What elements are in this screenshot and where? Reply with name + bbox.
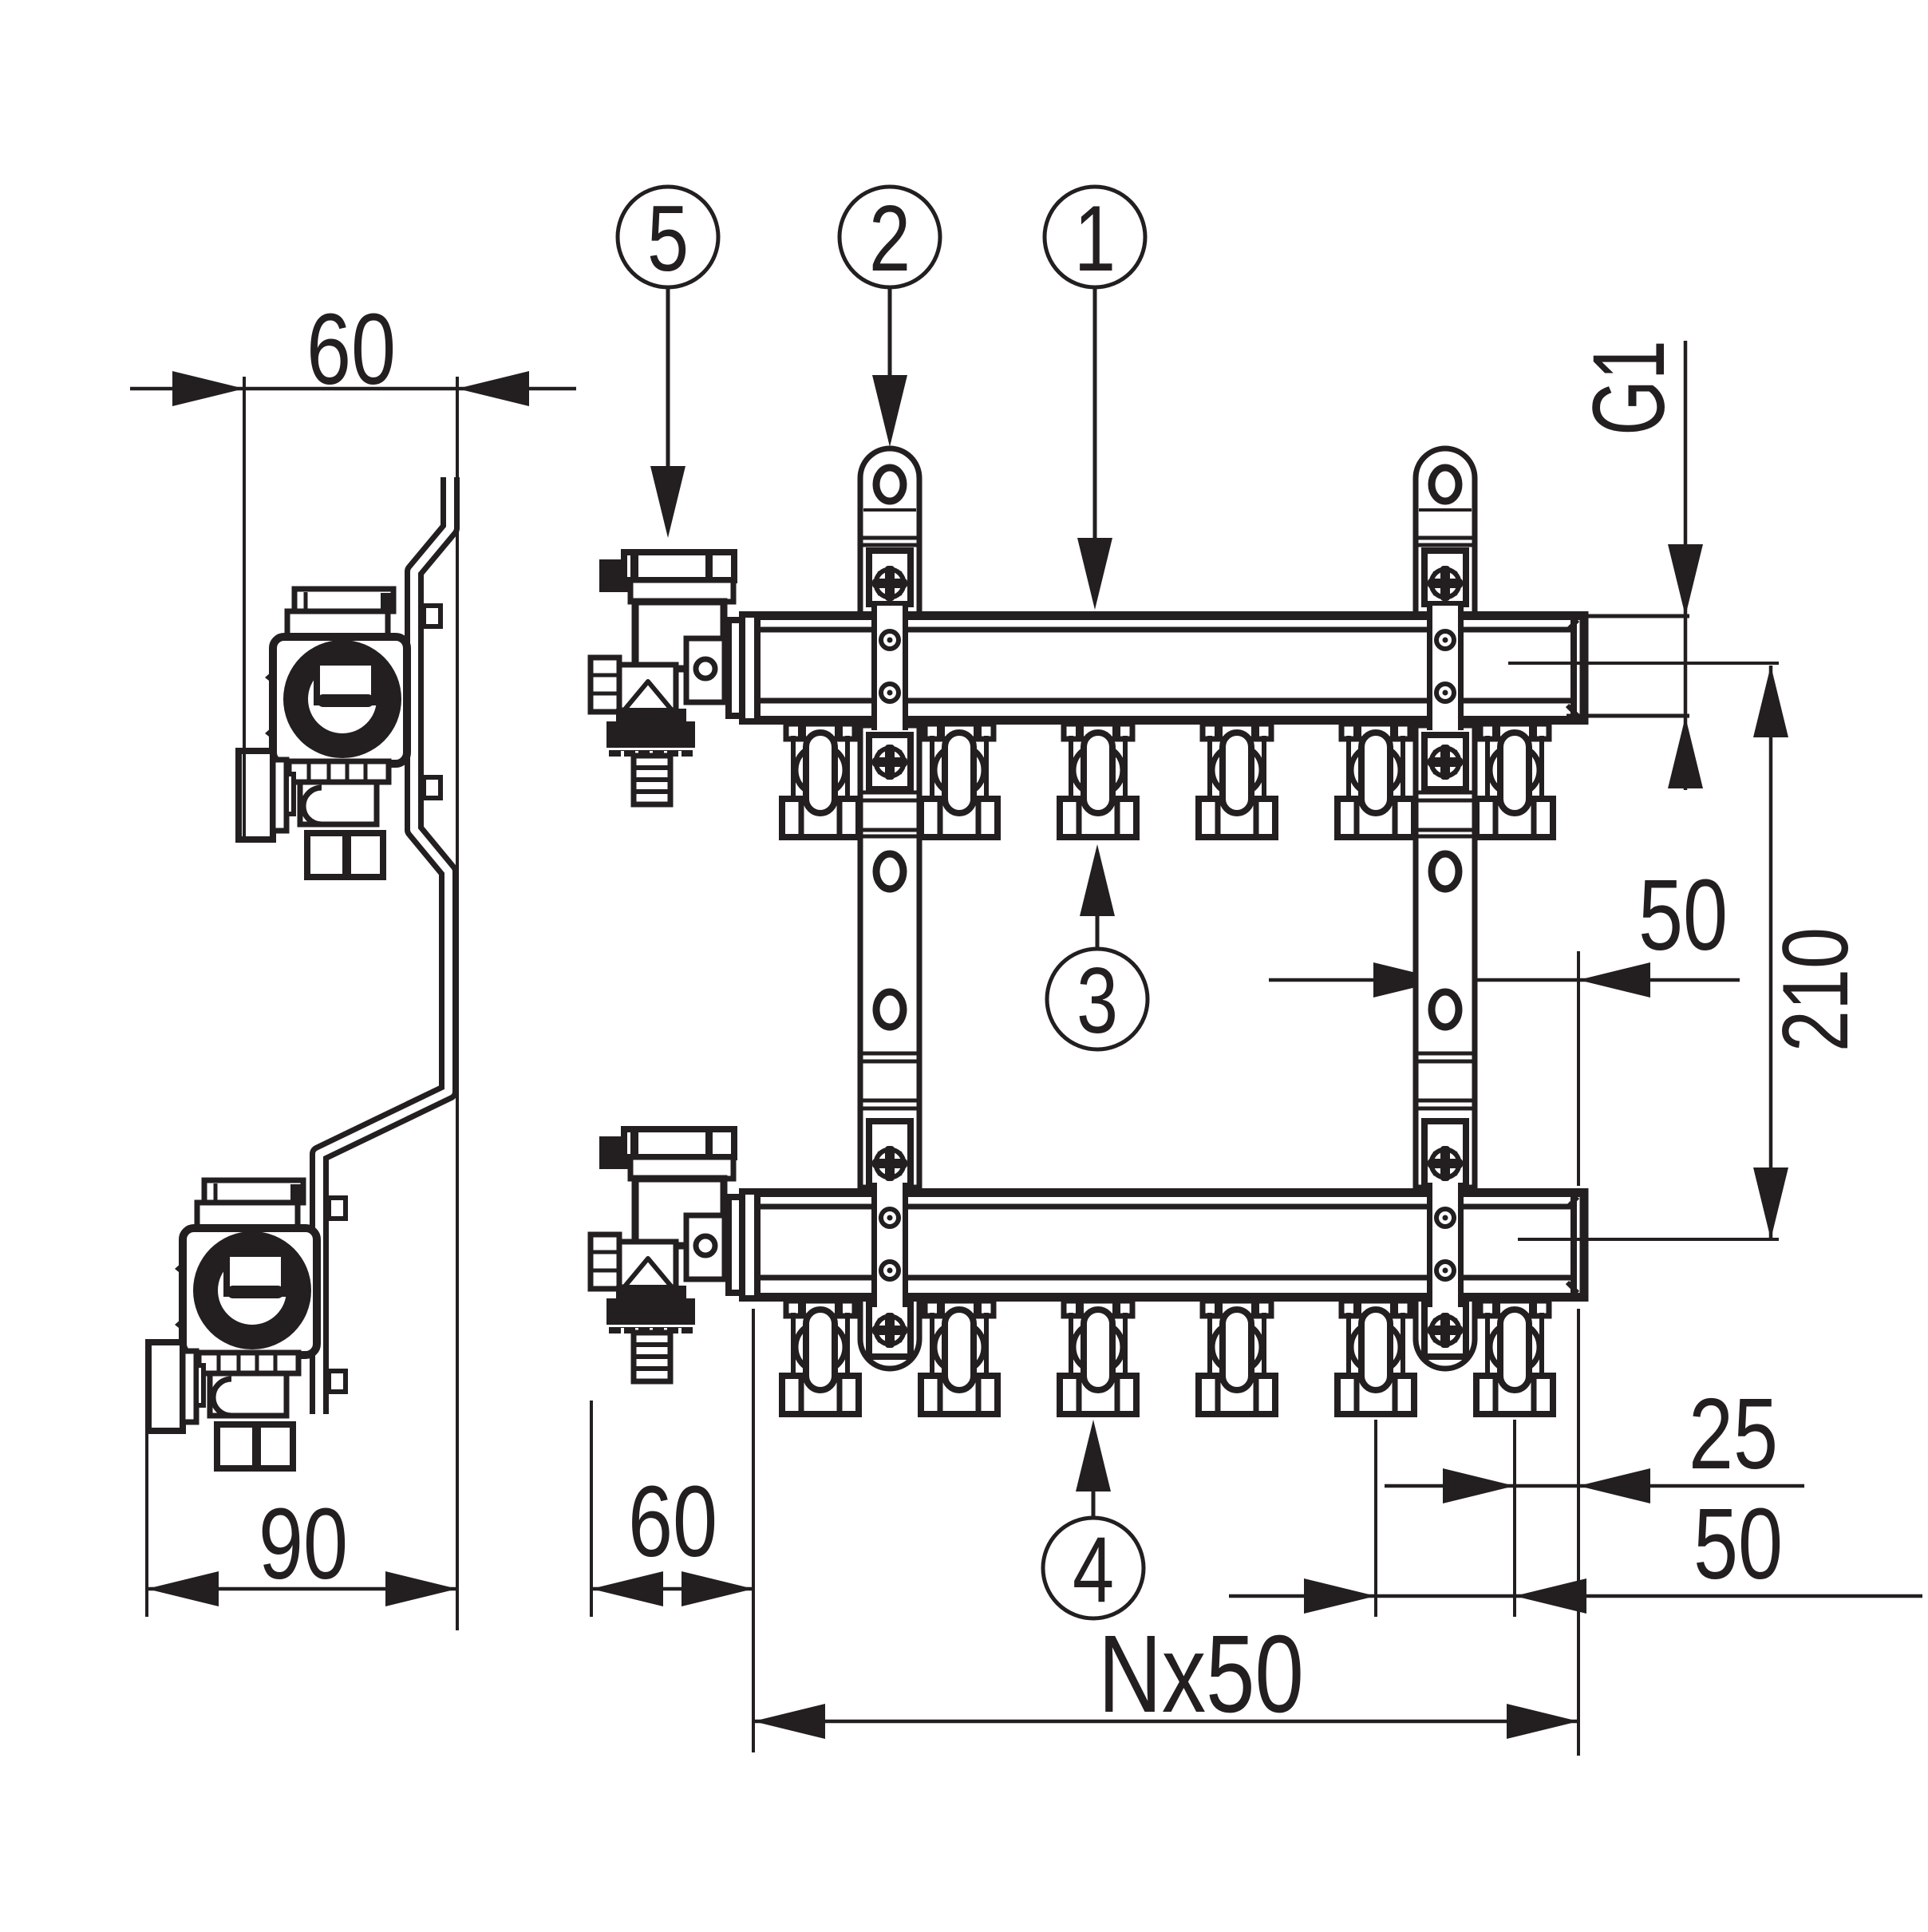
svg-text:90: 90: [259, 1488, 348, 1600]
svg-text:60: 60: [306, 294, 396, 405]
svg-text:2: 2: [869, 187, 911, 290]
svg-text:Nx50: Nx50: [1098, 1613, 1304, 1735]
svg-text:G1: G1: [1572, 340, 1686, 436]
svg-text:4: 4: [1073, 1518, 1114, 1622]
svg-text:1: 1: [1074, 187, 1116, 290]
svg-text:210: 210: [1764, 927, 1867, 1052]
svg-text:60: 60: [628, 1466, 717, 1578]
svg-text:50: 50: [1693, 1488, 1783, 1600]
svg-text:50: 50: [1638, 859, 1728, 971]
svg-text:5: 5: [647, 187, 689, 290]
svg-text:25: 25: [1689, 1378, 1778, 1490]
svg-text:3: 3: [1077, 949, 1118, 1053]
